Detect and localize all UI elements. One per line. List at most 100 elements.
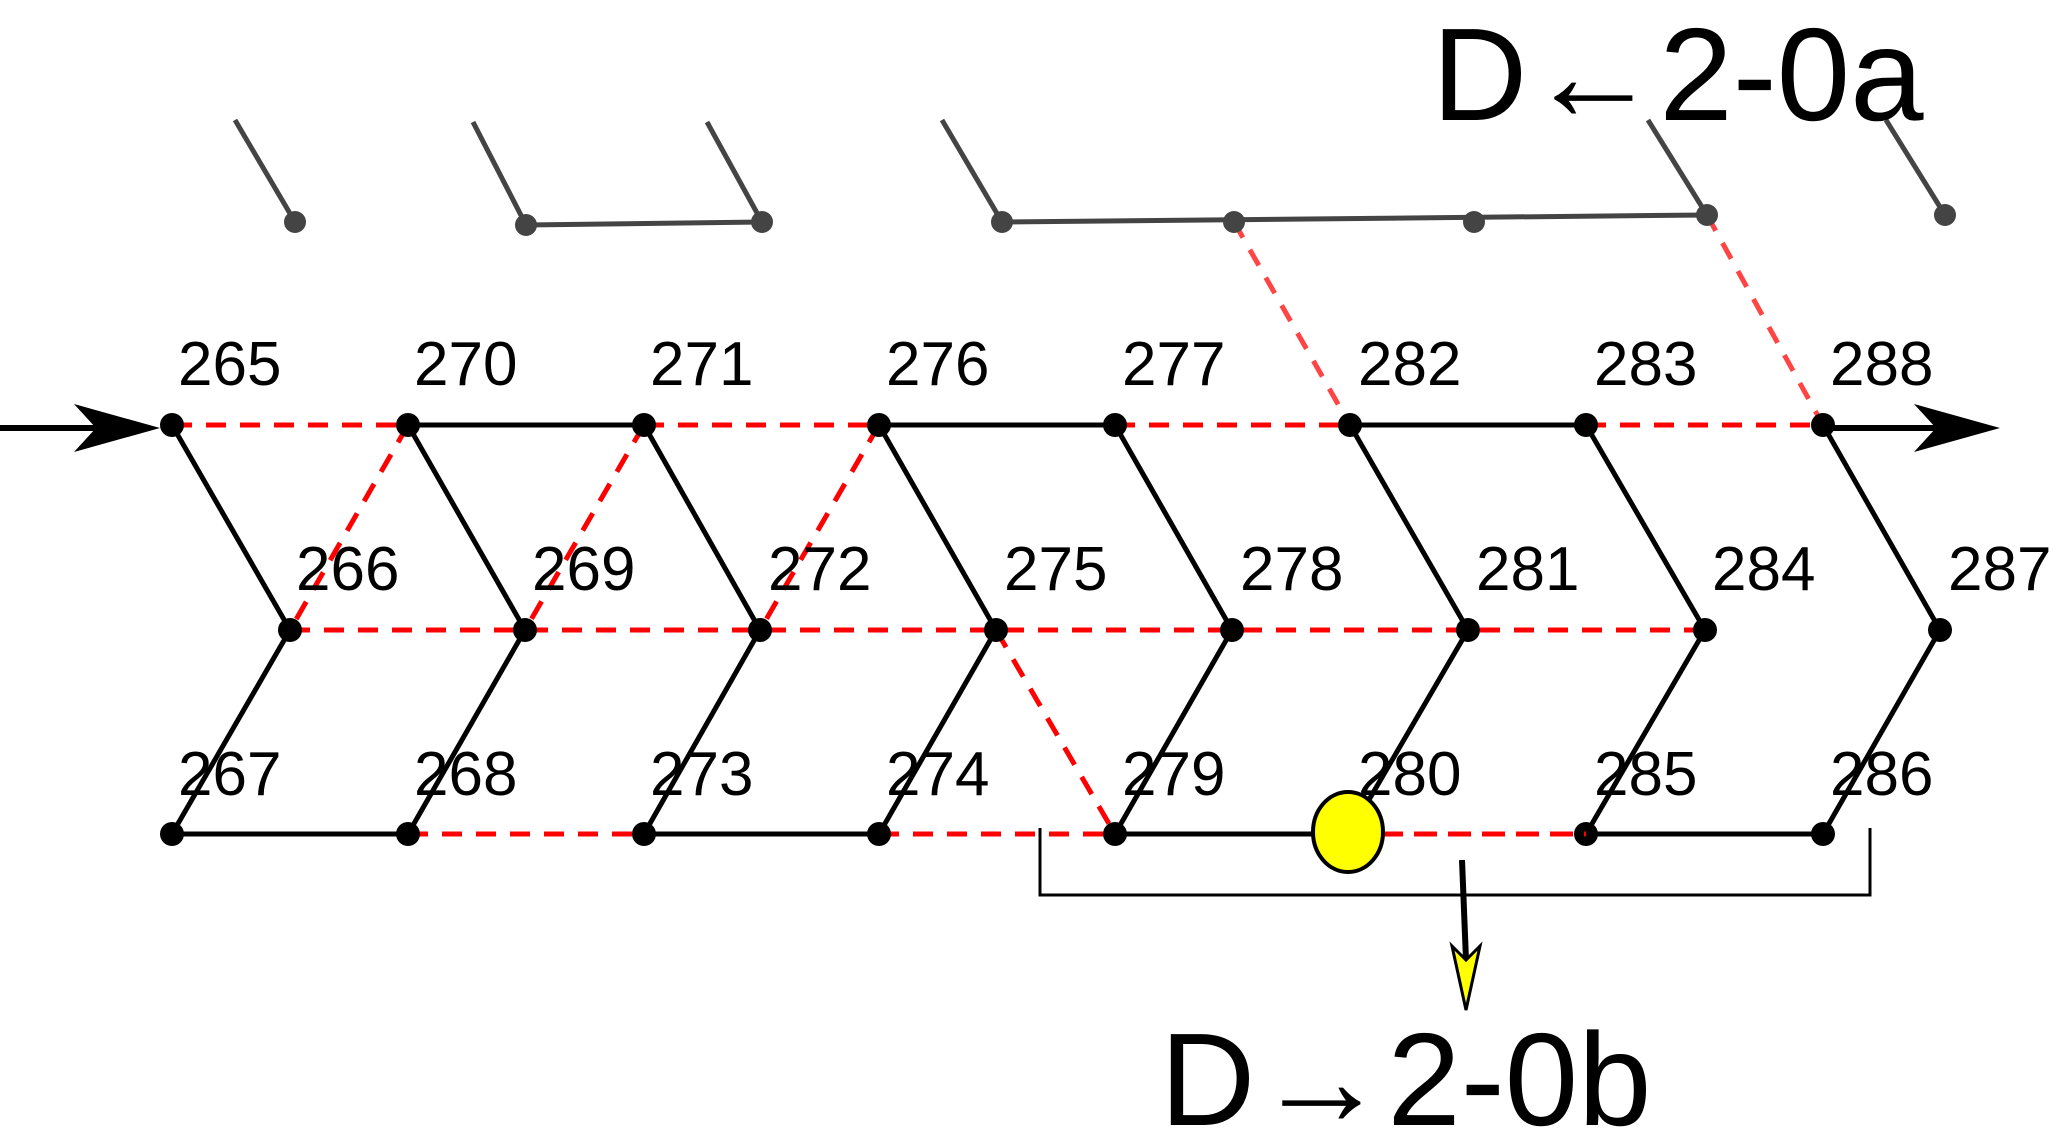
upper-node (284, 211, 306, 233)
node-287 (1928, 618, 1952, 642)
upper-stub-3 (704, 120, 765, 224)
node-288 (1811, 413, 1835, 437)
node-286 (1811, 822, 1835, 846)
upper-nodes (284, 204, 1956, 236)
upper-bar-1 (525, 219, 763, 228)
solid-diag-down (876, 423, 999, 632)
node-number-273: 273 (650, 740, 753, 809)
node-number-286: 286 (1830, 740, 1933, 809)
upper-bar-2 (1001, 212, 1708, 225)
node-number-283: 283 (1594, 330, 1697, 399)
upper-node (1696, 204, 1718, 226)
node-number-281: 281 (1476, 535, 1579, 604)
node-277 (1103, 413, 1127, 437)
arrow-down-icon (1449, 941, 1483, 1011)
dashed-diag-2 (522, 423, 647, 632)
upper-structure (232, 118, 1948, 228)
node-number-287: 287 (1948, 535, 2051, 604)
solid-diag-down (1820, 423, 1943, 632)
solid-diag-up (1583, 628, 1708, 836)
upper-node (515, 214, 537, 236)
upper-dashed-links (1231, 213, 1826, 427)
arrow-right-icon (1914, 404, 2000, 452)
node-number-265: 265 (178, 330, 281, 399)
dashed-diag-1 (287, 423, 411, 632)
arrow-right-icon (74, 404, 160, 452)
upper-stub-2 (470, 120, 529, 227)
node-number-267: 267 (178, 740, 281, 809)
dashed-diag-3 (757, 423, 882, 632)
yellow-circle-icon (1311, 790, 1385, 874)
node-number-271: 271 (650, 330, 753, 399)
upper-node (1463, 211, 1485, 233)
node-278 (1220, 618, 1244, 642)
solid-diag-up (405, 628, 528, 836)
node-272 (748, 618, 772, 642)
solid-diag-up (1820, 628, 1943, 836)
input-arrow (0, 404, 160, 452)
dashed-diag-4 (993, 628, 1118, 836)
node-274 (867, 822, 891, 846)
upper-stub-6 (1883, 118, 1948, 217)
solid-diag-down (641, 423, 763, 632)
node-266 (278, 618, 302, 642)
upper-dashed-link-2 (1704, 213, 1826, 427)
solid-diag-down (169, 423, 293, 632)
node-number-274: 274 (886, 740, 989, 809)
node-labels-bottom: 267 268 273 274 279 280 285 286 (178, 740, 1933, 809)
node-number-275: 275 (1004, 535, 1107, 604)
bracket (1038, 828, 1872, 897)
node-268 (396, 822, 420, 846)
dashed-links (172, 422, 1823, 837)
solid-diag-down (1583, 423, 1708, 632)
node-labels-top: 265 270 271 276 277 282 283 288 (178, 330, 1933, 399)
node-282 (1338, 413, 1362, 437)
upper-stub-4 (939, 118, 1005, 224)
solid-diag-up (1112, 628, 1235, 836)
upper-node (1934, 204, 1956, 226)
node-275 (984, 618, 1008, 642)
node-279 (1103, 822, 1127, 846)
solid-diag-up (641, 628, 763, 836)
node-number-284: 284 (1712, 535, 1815, 604)
top-right-label: D←2-0a (1432, 1, 1924, 148)
solid-diag-down (1347, 423, 1471, 632)
node-283 (1574, 413, 1598, 437)
node-number-276: 276 (886, 330, 989, 399)
node-265 (160, 413, 184, 437)
node-number-272: 272 (768, 535, 871, 604)
upper-node (1223, 211, 1245, 233)
node-number-288: 288 (1830, 330, 1933, 399)
node-270 (396, 413, 420, 437)
solid-diag-up (169, 628, 293, 836)
node-284 (1693, 618, 1717, 642)
upper-dashed-link-1 (1231, 220, 1353, 427)
solid-links (169, 422, 1943, 837)
node-269 (513, 618, 537, 642)
upper-node (751, 211, 773, 233)
node-271 (632, 413, 656, 437)
upper-node (991, 211, 1013, 233)
output-arrow (1823, 404, 2000, 452)
down-arrow-shaft (1459, 859, 1469, 961)
node-number-277: 277 (1122, 330, 1225, 399)
solid-diag-down (405, 423, 528, 632)
solid-diag-down (1112, 423, 1235, 632)
upper-stub-1 (232, 118, 298, 224)
node-number-266: 266 (296, 535, 399, 604)
node-number-268: 268 (414, 740, 517, 809)
node-273 (632, 822, 656, 846)
node-number-279: 279 (1122, 740, 1225, 809)
upper-stub-5 (1645, 118, 1710, 217)
lattice-nodes (160, 413, 1952, 846)
node-267 (160, 822, 184, 846)
node-number-270: 270 (414, 330, 517, 399)
node-labels-middle: 266 269 272 275 278 281 284 287 (296, 535, 2051, 604)
node-number-285: 285 (1594, 740, 1697, 809)
node-number-269: 269 (532, 535, 635, 604)
node-number-280: 280 (1358, 740, 1461, 809)
node-number-278: 278 (1240, 535, 1343, 604)
bottom-label: D→2-0b (1160, 1006, 1652, 1136)
